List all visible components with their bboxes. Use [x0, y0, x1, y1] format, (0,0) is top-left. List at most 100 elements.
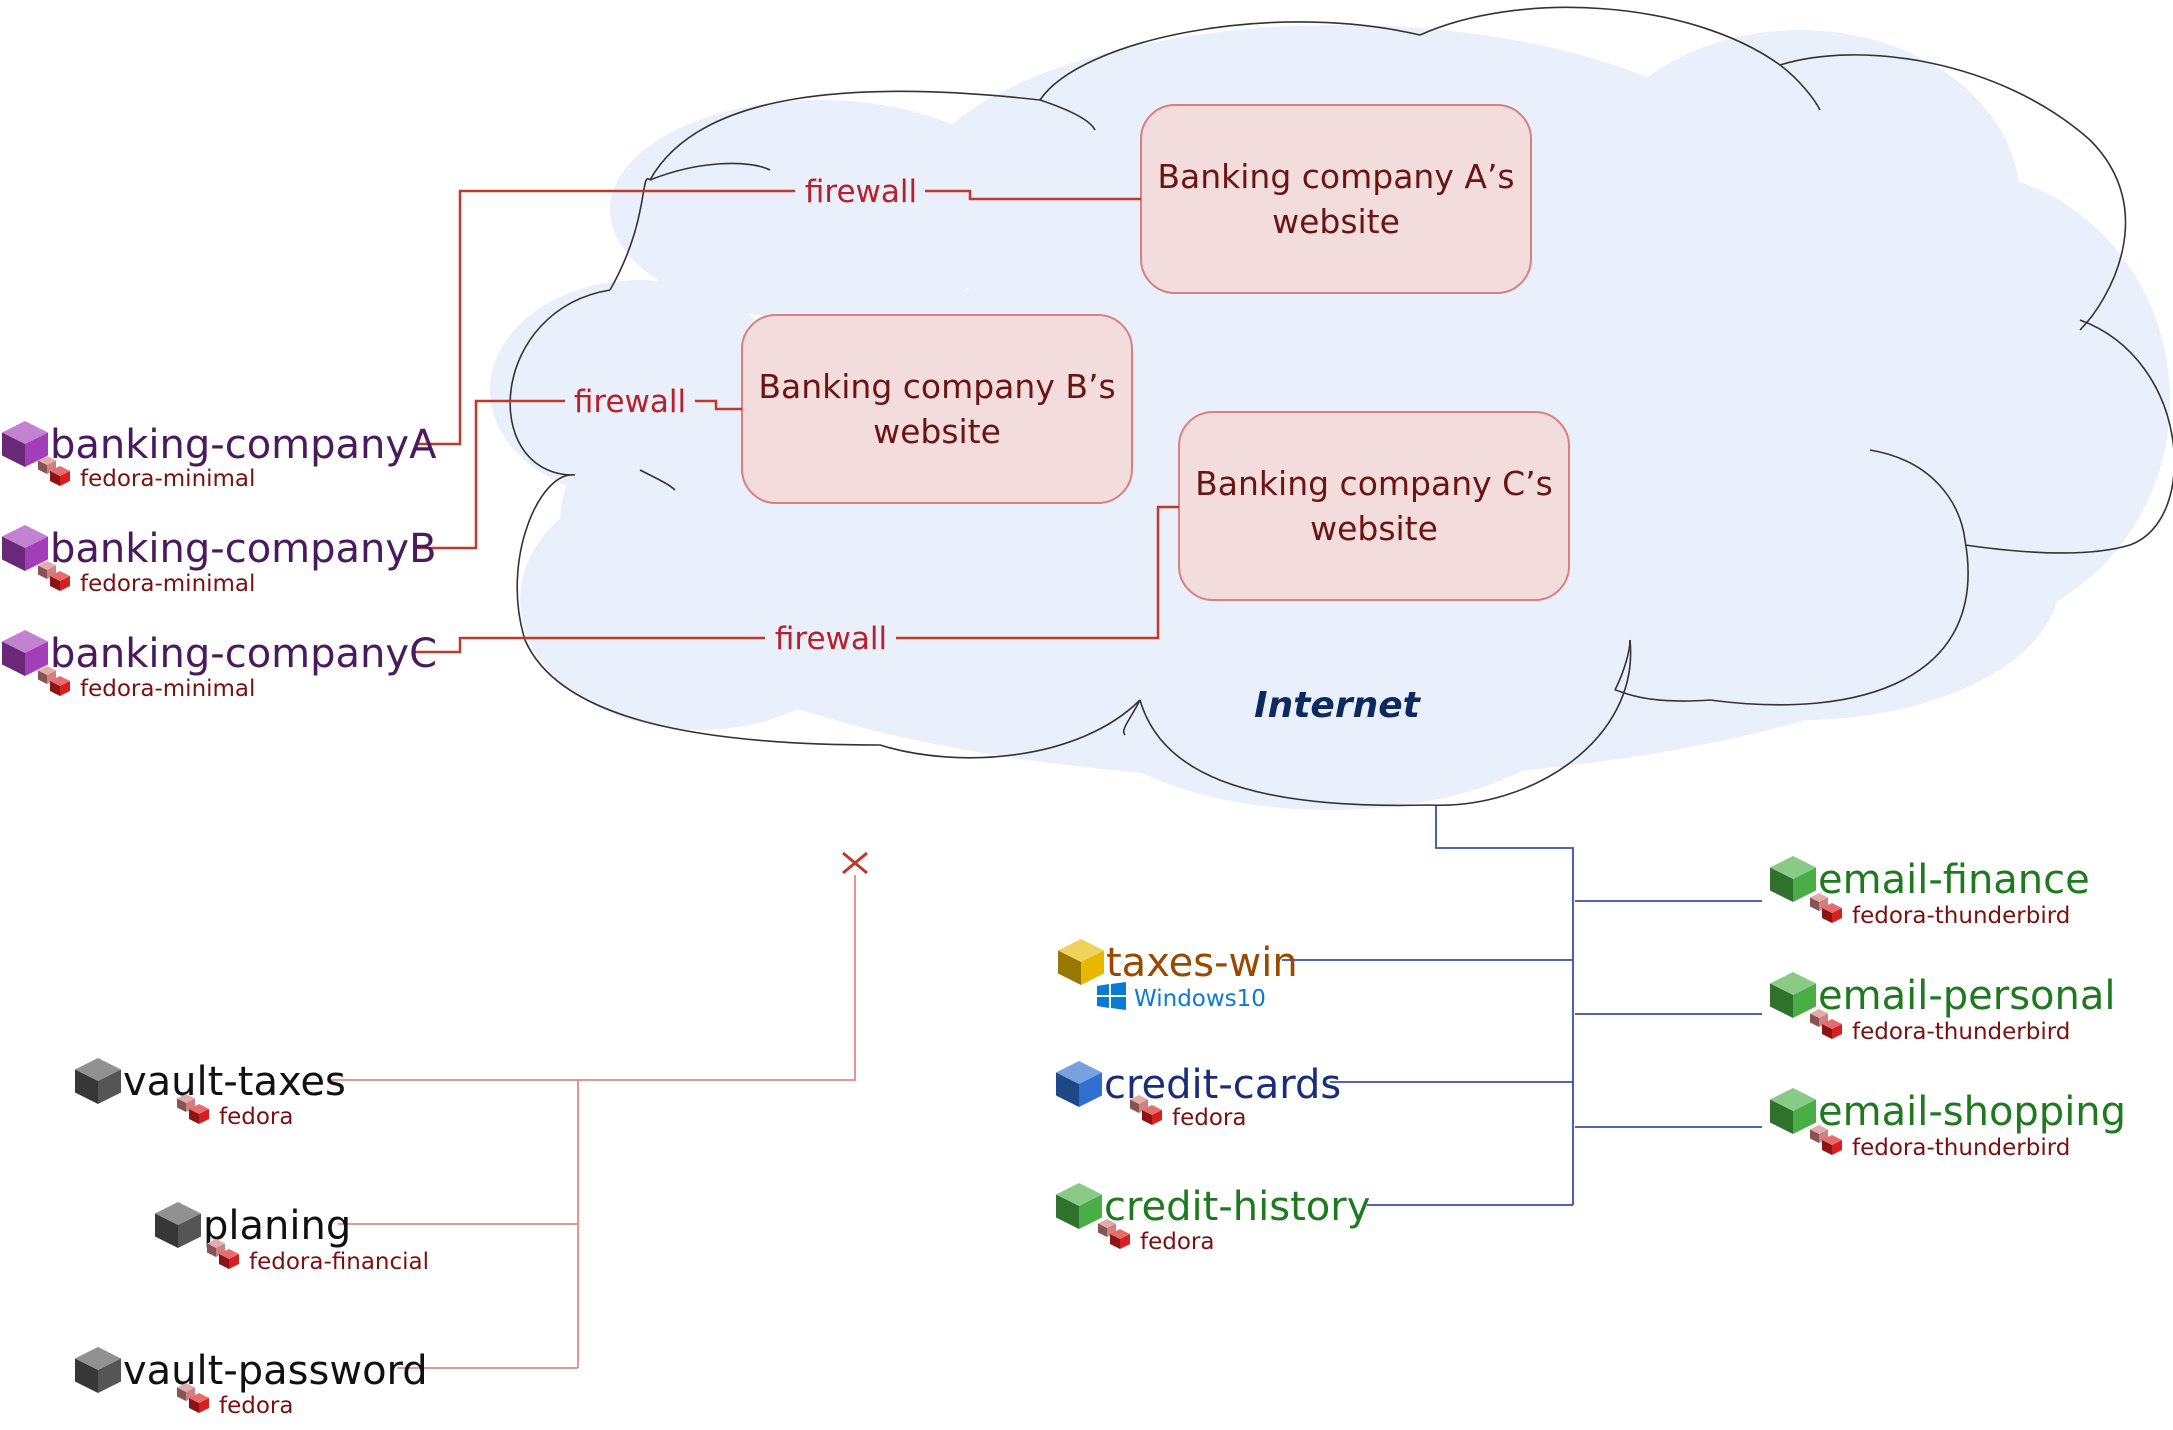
template-name: fedora-thunderbird [1852, 1019, 2070, 1045]
template-icon [1810, 893, 1842, 923]
template-name: fedora-thunderbird [1852, 903, 2070, 929]
template-name: fedora [219, 1104, 293, 1130]
qube-name: email-finance [1818, 857, 2090, 903]
template-name: fedora [1172, 1105, 1246, 1131]
firewall-a-label: firewall [805, 174, 917, 210]
template-icon [1810, 1009, 1842, 1039]
offline-connections [327, 875, 856, 1369]
banking-connections [415, 189, 1179, 654]
template-name: fedora-thunderbird [1852, 1135, 2070, 1161]
template-name: fedora-minimal [80, 571, 255, 597]
template-icon [38, 561, 70, 591]
qube-name: vault-password [123, 1348, 428, 1394]
qube-name: taxes-win [1106, 940, 1298, 986]
website-a-line2: website [1272, 202, 1400, 241]
qube-name: vault-taxes [123, 1059, 346, 1105]
website-b-line1: Banking company B’s [758, 367, 1115, 406]
qube-vault-taxes-icon [75, 1058, 121, 1104]
qube-email-shopping-icon [1770, 1088, 1816, 1134]
connection-vault-taxes [327, 875, 856, 1081]
qube-credit-cards-icon [1056, 1061, 1102, 1107]
template-icon-front [50, 676, 70, 696]
template-name: fedora [1140, 1229, 1214, 1255]
website-c-line1: Banking company C’s [1195, 464, 1553, 503]
template-icon [1810, 1125, 1842, 1155]
windows-logo-icon [1097, 982, 1126, 1010]
template-icon-front [1822, 903, 1842, 923]
firewall-c-label: firewall [775, 621, 887, 657]
connection-c-right [896, 505, 1179, 640]
connection-b-right [695, 399, 742, 411]
template-icon [177, 1094, 209, 1124]
template-icon-front [1822, 1019, 1842, 1039]
qube-email-personal-icon [1770, 972, 1816, 1018]
template-icon-front [189, 1104, 209, 1124]
website-c-line2: website [1310, 509, 1438, 548]
template-name: fedora-minimal [80, 466, 255, 492]
qube-credit-history-icon [1056, 1183, 1102, 1229]
firewall-b-label: firewall [574, 384, 686, 420]
template-name: fedora-financial [249, 1249, 429, 1275]
qube-name: email-personal [1818, 973, 2115, 1019]
internet-uplink [1435, 806, 1574, 1205]
template-icon-back [207, 1239, 225, 1257]
internet-label: Internet [1254, 685, 1421, 726]
template-name: Windows10 [1134, 986, 1266, 1012]
template-icon-front [219, 1249, 239, 1269]
template-icon-front [1142, 1105, 1162, 1125]
qube-name: email-shopping [1818, 1089, 2126, 1135]
no-network-icon [842, 851, 868, 875]
qube-name: banking-companyA [50, 422, 437, 468]
qube-name: banking-companyC [50, 631, 437, 677]
connection-a-left [415, 189, 795, 446]
internet-cloud [490, 6, 2173, 810]
template-icon-front [50, 466, 70, 486]
template-icon-front [189, 1393, 209, 1413]
template-icon-back [1810, 893, 1828, 911]
network-connections [1282, 806, 1762, 1206]
template-name: fedora [219, 1393, 293, 1419]
website-a-box: Banking company A’s website [1140, 104, 1532, 294]
template-icon-back [1810, 1009, 1828, 1027]
qube-name: planing [203, 1203, 351, 1249]
qube-planing-icon [155, 1202, 201, 1248]
template-icon [1130, 1095, 1162, 1125]
template-icon [177, 1383, 209, 1413]
connection-c-left [415, 636, 765, 654]
qube-banking-companyb-icon [2, 525, 48, 571]
template-icon-back [177, 1094, 195, 1112]
template-icon [207, 1239, 239, 1269]
qube-vault-password-icon [75, 1347, 121, 1393]
qube-name: banking-companyB [50, 526, 437, 572]
template-icon-back [1130, 1095, 1148, 1113]
connection-b-left [415, 399, 565, 550]
website-c-box: Banking company C’s website [1178, 411, 1570, 601]
website-a-line1: Banking company A’s [1157, 157, 1514, 196]
template-icon [38, 456, 70, 486]
template-icon-front [1110, 1229, 1130, 1249]
website-b-line2: website [873, 412, 1001, 451]
qube-taxes-win-icon [1058, 939, 1104, 985]
template-icon-front [50, 571, 70, 591]
connection-a-right [925, 189, 1141, 201]
template-icon [38, 666, 70, 696]
template-name: fedora-minimal [80, 676, 255, 702]
template-icon-back [1098, 1219, 1116, 1237]
website-b-box: Banking company B’s website [741, 314, 1133, 504]
qube-email-finance-icon [1770, 856, 1816, 902]
template-icon [1098, 1219, 1130, 1249]
template-icon-front [1822, 1135, 1842, 1155]
qube-banking-companyc-icon [2, 630, 48, 676]
